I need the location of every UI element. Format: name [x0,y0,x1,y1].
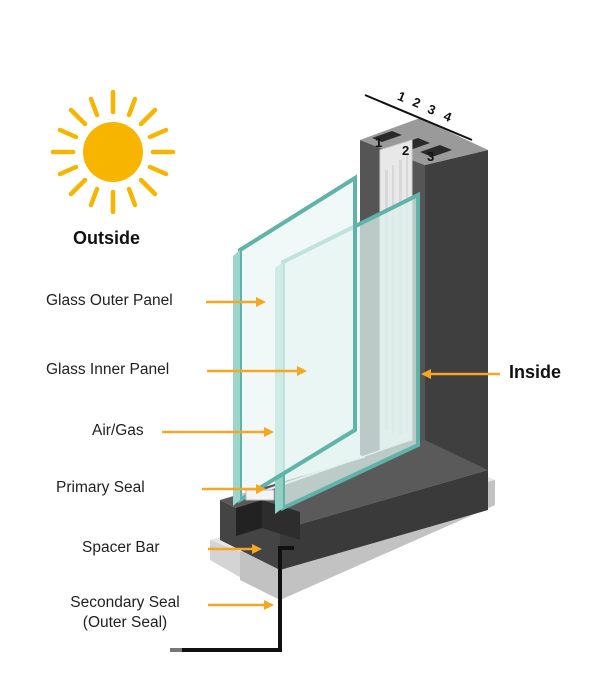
glass-outer-panel [233,174,357,506]
surface-number-indicator [364,94,473,141]
inside-label: Inside [509,362,562,382]
glass-outer-panel-label: Glass Outer Panel [46,292,173,309]
sun-icon [50,89,176,215]
secondary-seal-line [170,546,294,652]
secondary-seal-label: Secondary Seal (Outer Seal) [55,594,195,632]
primary-seal [245,489,275,501]
secondary-seal-label-line1: Secondary Seal [70,594,180,611]
frame-number-2: 2 [402,143,410,158]
frame-number-1: 1 [375,135,383,150]
primary-seal-label: Primary Seal [56,479,145,496]
spacer-bar-label: Spacer Bar [82,539,160,556]
outside-label: Outside [73,228,141,248]
glass-inner-panel-label: Glass Inner Panel [46,361,170,378]
frame-number-3: 3 [427,149,435,164]
air-gas-label: Air/Gas [92,422,144,439]
secondary-seal-label-line2: (Outer Seal) [82,614,168,631]
label-arrows [162,297,500,610]
